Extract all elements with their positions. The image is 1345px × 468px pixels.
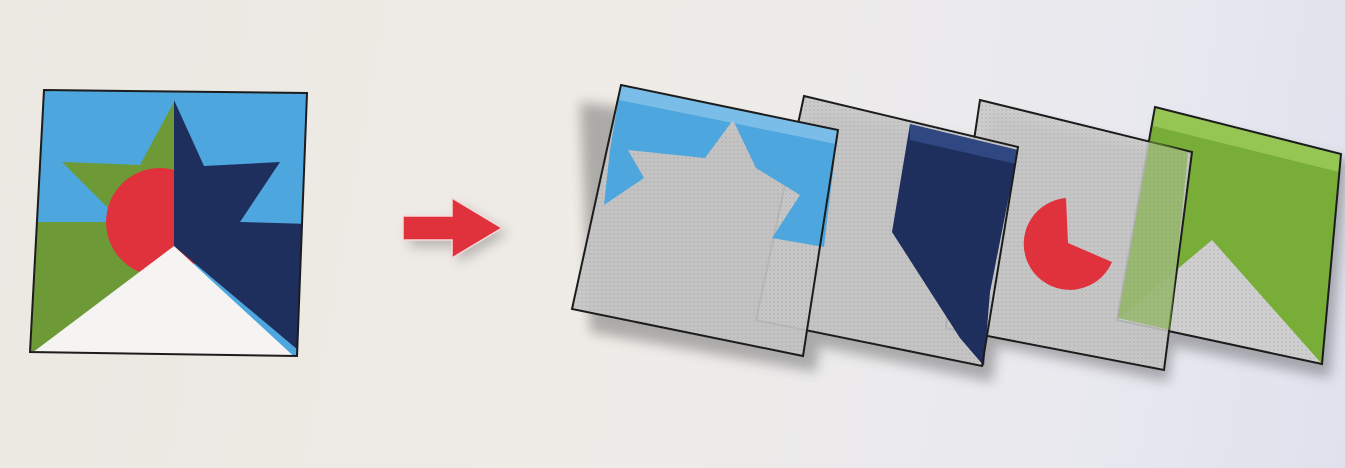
composite-image — [20, 80, 320, 370]
right-arrow-icon — [403, 198, 508, 263]
layer-1 — [572, 85, 838, 356]
